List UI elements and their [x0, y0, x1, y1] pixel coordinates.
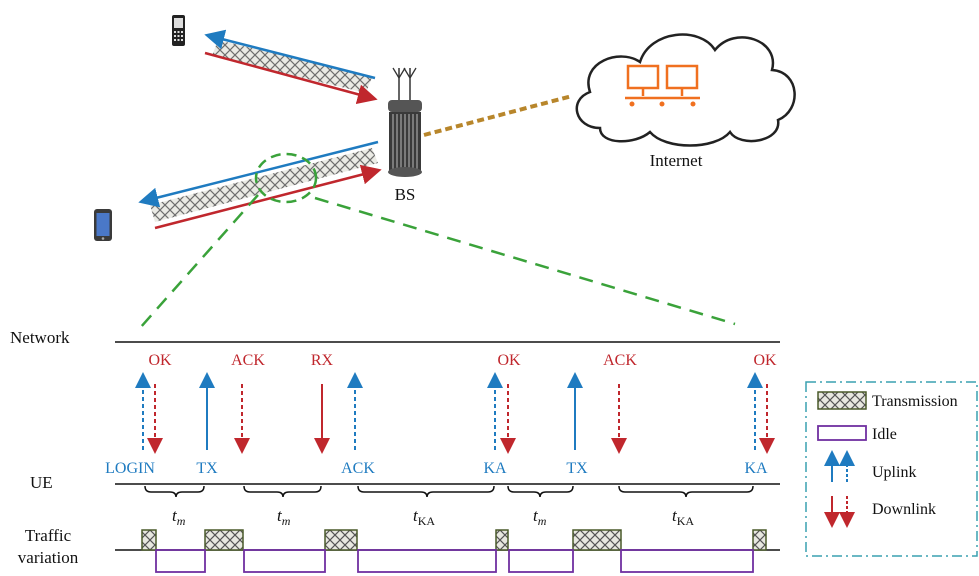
- interval-label-3: tKA: [413, 506, 435, 528]
- interval-label-1: tm: [172, 506, 186, 528]
- bs-label: BS: [395, 185, 416, 204]
- signal-ack-down-1: ACK: [231, 352, 265, 369]
- signal-ok-2: OK: [497, 352, 521, 369]
- phone-icon-top: [172, 15, 185, 46]
- interval-label-5: tKA: [672, 506, 694, 528]
- bottom-link-band: [138, 140, 382, 230]
- internet-label: Internet: [650, 151, 703, 170]
- zoom-line-right: [314, 196, 736, 326]
- zoom-ellipse: [254, 152, 318, 204]
- signal-login: LOGIN: [105, 460, 155, 477]
- tx-block: [495, 529, 509, 551]
- base-station-icon: [388, 67, 422, 177]
- signal-rx: RX: [311, 352, 334, 369]
- ue-label: UE: [30, 473, 53, 492]
- signal-tx-2: TX: [566, 460, 588, 477]
- signal-arrows: [135, 372, 775, 454]
- interval-label-4: tm: [533, 506, 547, 528]
- legend-uplink-label: Uplink: [872, 464, 916, 481]
- idle-block: [155, 549, 206, 573]
- interval-braces: [144, 485, 754, 498]
- transmission-blocks: [141, 529, 767, 551]
- idle-block: [620, 549, 754, 573]
- traffic-label-line2: variation: [18, 548, 79, 567]
- idle-block: [508, 549, 574, 573]
- interval-label-2: tm: [277, 506, 291, 528]
- signal-ok-3: OK: [753, 352, 777, 369]
- tx-block: [572, 529, 622, 551]
- legend-idle-label: Idle: [872, 426, 897, 443]
- internet-cloud-icon: [575, 33, 796, 147]
- legend-downlink-label: Downlink: [872, 501, 936, 518]
- idle-block: [243, 549, 326, 573]
- signal-ack-up: ACK: [341, 460, 375, 477]
- signal-ack-down-2: ACK: [603, 352, 637, 369]
- signal-ok-1: OK: [148, 352, 172, 369]
- backhaul-cable: [423, 94, 573, 137]
- signal-ka-1: KA: [483, 460, 507, 477]
- legend: Transmission Idle Uplink Downlink: [805, 381, 978, 557]
- computer-icon: [625, 64, 700, 107]
- tx-block: [752, 529, 767, 551]
- legend-border: [805, 381, 978, 557]
- tx-block: [141, 529, 157, 551]
- network-label: Network: [10, 328, 70, 347]
- top-link-band: [204, 29, 378, 105]
- smartphone-icon: [94, 209, 112, 241]
- tx-block: [204, 529, 244, 551]
- legend-transmission-swatch: [817, 391, 867, 410]
- signal-ka-2: KA: [744, 460, 768, 477]
- idle-blocks: [155, 549, 754, 573]
- legend-transmission-label: Transmission: [872, 393, 958, 410]
- tx-block: [324, 529, 358, 551]
- zoom-line-left: [139, 194, 259, 329]
- idle-block: [357, 549, 497, 573]
- signal-tx-1: TX: [196, 460, 218, 477]
- traffic-label-line1: Traffic: [25, 526, 72, 545]
- legend-idle-swatch: [817, 425, 867, 441]
